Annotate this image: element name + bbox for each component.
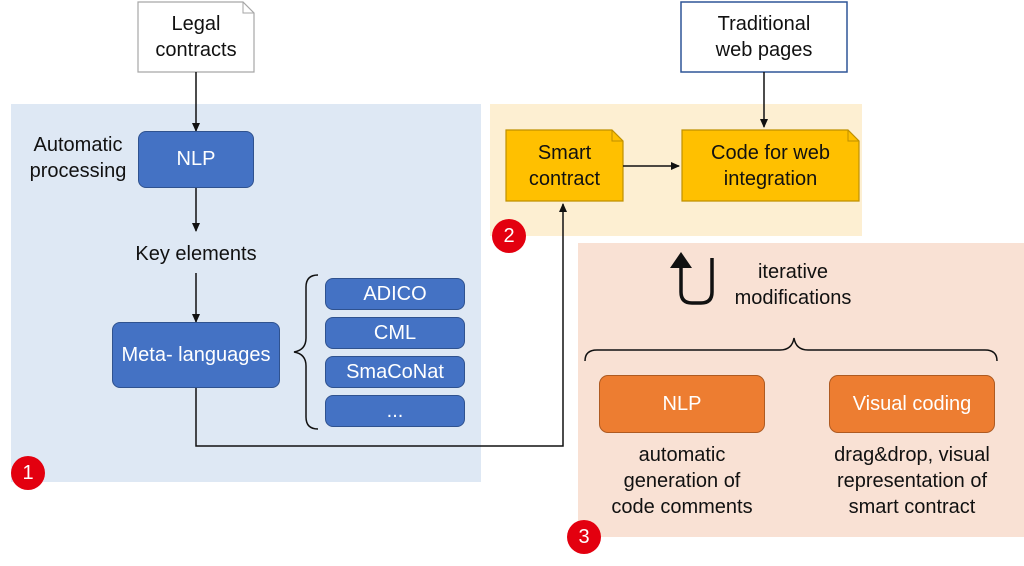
nlp-tool-description: automatic generation of code comments	[611, 444, 753, 518]
iterative-cycle-arrowhead	[670, 252, 692, 268]
language-cml: CML	[325, 317, 465, 349]
badge-3: 3	[567, 520, 601, 554]
code-web-doc-shape	[681, 129, 860, 202]
badge-2: 2	[492, 219, 526, 253]
traditional-web-label: Traditional web pages	[715, 13, 813, 61]
key-elements-label: Key elements	[135, 243, 257, 265]
language-smaconat: SmaCoNat	[325, 356, 465, 388]
smart-contract-label: Smart contract	[528, 141, 601, 190]
automatic-processing-label: Automatic processing	[29, 134, 127, 182]
legal-contracts-label: Legal contracts	[155, 13, 237, 61]
visual-coding-box: Visual coding	[829, 375, 995, 433]
nlp-box: NLP	[138, 131, 254, 188]
iterative-modifications-label: iterative modifications	[734, 261, 852, 309]
code-web-label: Code for web integration	[711, 141, 830, 190]
languages-brace	[293, 274, 319, 430]
arrow-meta-to-smart	[195, 203, 567, 447]
iterative-cycle-arrow	[679, 258, 714, 305]
legal-contracts-doc-shape	[137, 1, 255, 73]
language-more: ...	[325, 395, 465, 427]
language-adico: ADICO	[325, 278, 465, 310]
visual-coding-description: drag&drop, visual representation of smar…	[834, 444, 990, 518]
smart-contract-doc-shape	[505, 129, 624, 202]
badge-1: 1	[11, 456, 45, 490]
meta-languages-box: Meta- languages	[112, 322, 280, 388]
nlp-tool-box: NLP	[599, 375, 765, 433]
tools-brace	[584, 337, 998, 362]
traditional-web-box-shape	[680, 1, 848, 73]
